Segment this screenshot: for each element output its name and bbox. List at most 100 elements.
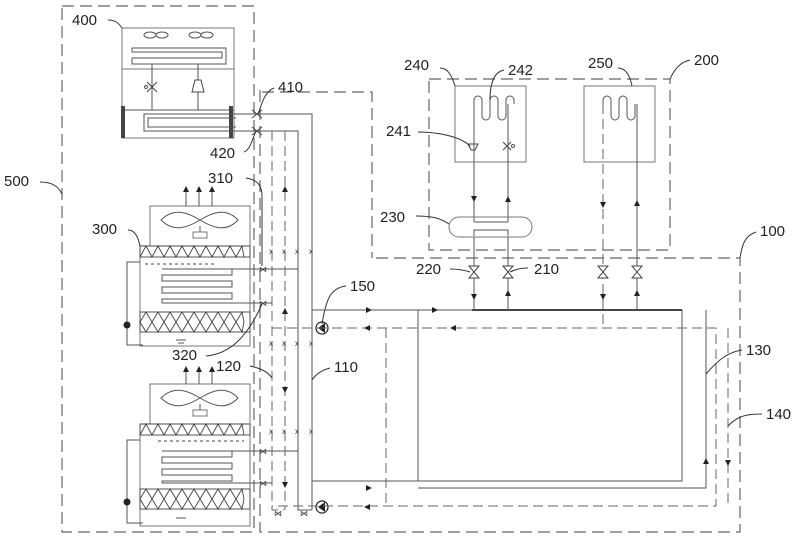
valve-bottom-b: ⋈ [300,509,308,518]
flow-arrow-icon [505,196,511,202]
svg-text:x: x [309,427,313,436]
flow-arrow-icon [282,186,288,192]
label-240: 240 [404,57,429,74]
link-dashed-top [262,91,373,258]
valve-lower-b: ⋈ [259,479,267,488]
leader-410 [257,87,275,115]
label-200: 200 [694,52,719,69]
flow-arrow-icon [450,325,456,331]
label-242: 242 [508,62,533,79]
leader-300 [127,229,141,247]
main-supply-upper [312,309,683,482]
leader-240 [439,67,456,87]
label-320: 320 [172,347,197,364]
label-230: 230 [380,209,405,226]
svg-text:x: x [282,427,286,436]
leader-130 [705,349,743,375]
label-210: 210 [534,261,559,278]
expansion-valve-icon [144,81,158,93]
valve-bottom-a: ⋈ [274,509,282,518]
svg-text:x: x [295,247,299,256]
flow-arrow-icon [471,294,477,300]
label-310: 310 [208,170,233,187]
label-500: 500 [4,173,29,190]
flow-arrow-icon [471,196,477,202]
leader-200 [669,59,691,80]
spray-pump-icon [123,321,131,329]
flow-arrow-icon [364,325,370,331]
label-410: 410 [278,79,303,96]
label-241: 241 [386,123,411,140]
evaporator-end-left [121,106,125,138]
svg-text:x: x [295,339,299,348]
label-150: 150 [350,278,375,295]
chiller-pipe-return [236,130,299,462]
valve-310: ⋈ [259,265,267,274]
svg-text:x: x [309,339,313,348]
chiller-pipe-supply [236,113,313,462]
label-100: 100 [760,223,785,240]
cooling-tower-300 [123,186,298,347]
svg-text:x: x [295,427,299,436]
label-420: 420 [210,145,235,162]
leader-230 [415,215,450,225]
flow-arrow-icon [703,458,709,464]
label-120: 120 [216,358,241,375]
terminal-unit-240 [454,85,527,163]
flow-arrow-icon [505,290,511,296]
leader-242 [489,69,505,101]
svg-text:x: x [282,247,286,256]
label-220: 220 [416,261,441,278]
svg-text:x: x [282,339,286,348]
pipe-120-dashed [271,131,284,511]
label-130: 130 [746,342,771,359]
condenser-coil-icon [131,47,227,65]
leader-120 [249,365,273,379]
leader-140 [727,413,763,427]
valve-210 [501,265,515,279]
region-200-boundary [428,78,671,251]
label-250: 250 [588,55,613,72]
evaporator-end-right [229,106,233,138]
pipe-solid-a [297,131,312,511]
flow-arrow-icon [432,307,438,313]
leader-420 [243,130,257,153]
flow-arrow-icon [282,482,288,488]
valve-icon [502,141,515,151]
valve-250-supply [596,265,610,279]
leader-320 [205,303,263,357]
flow-arrow-icon [600,294,606,300]
label-300: 300 [92,221,117,238]
svg-text:x: x [269,339,273,348]
svg-text:x: x [269,247,273,256]
flow-arrow-icon [282,308,288,314]
heat-exchange-coil-icon [161,450,233,483]
leader-100 [739,231,757,259]
flow-arrow-icon [725,460,731,466]
label-400: 400 [72,12,97,29]
pump-lower [315,500,329,514]
leader-150 [321,285,347,325]
flow-arrow-icon [634,200,640,206]
leader-500 [39,181,63,195]
region-100-boundary [259,90,741,533]
flow-arrow-icon [366,307,372,313]
leader-110 [311,367,331,381]
svg-text:x: x [309,247,313,256]
evaporator-coil-icon [143,113,236,132]
flow-arrow-icon [364,504,370,510]
valve-220 [467,265,481,279]
tank-230 [448,216,533,238]
nozzle-241-icon [467,143,479,151]
leader-241 [417,131,471,147]
terminal-unit-250 [583,85,656,163]
flow-arrow-icon [366,485,372,491]
label-140: 140 [766,406,791,423]
label-110: 110 [334,359,358,376]
leader-220 [449,268,471,273]
flow-arrow-icon [282,387,288,393]
coil-icon [602,95,636,121]
flow-arrow-icon [634,290,640,296]
